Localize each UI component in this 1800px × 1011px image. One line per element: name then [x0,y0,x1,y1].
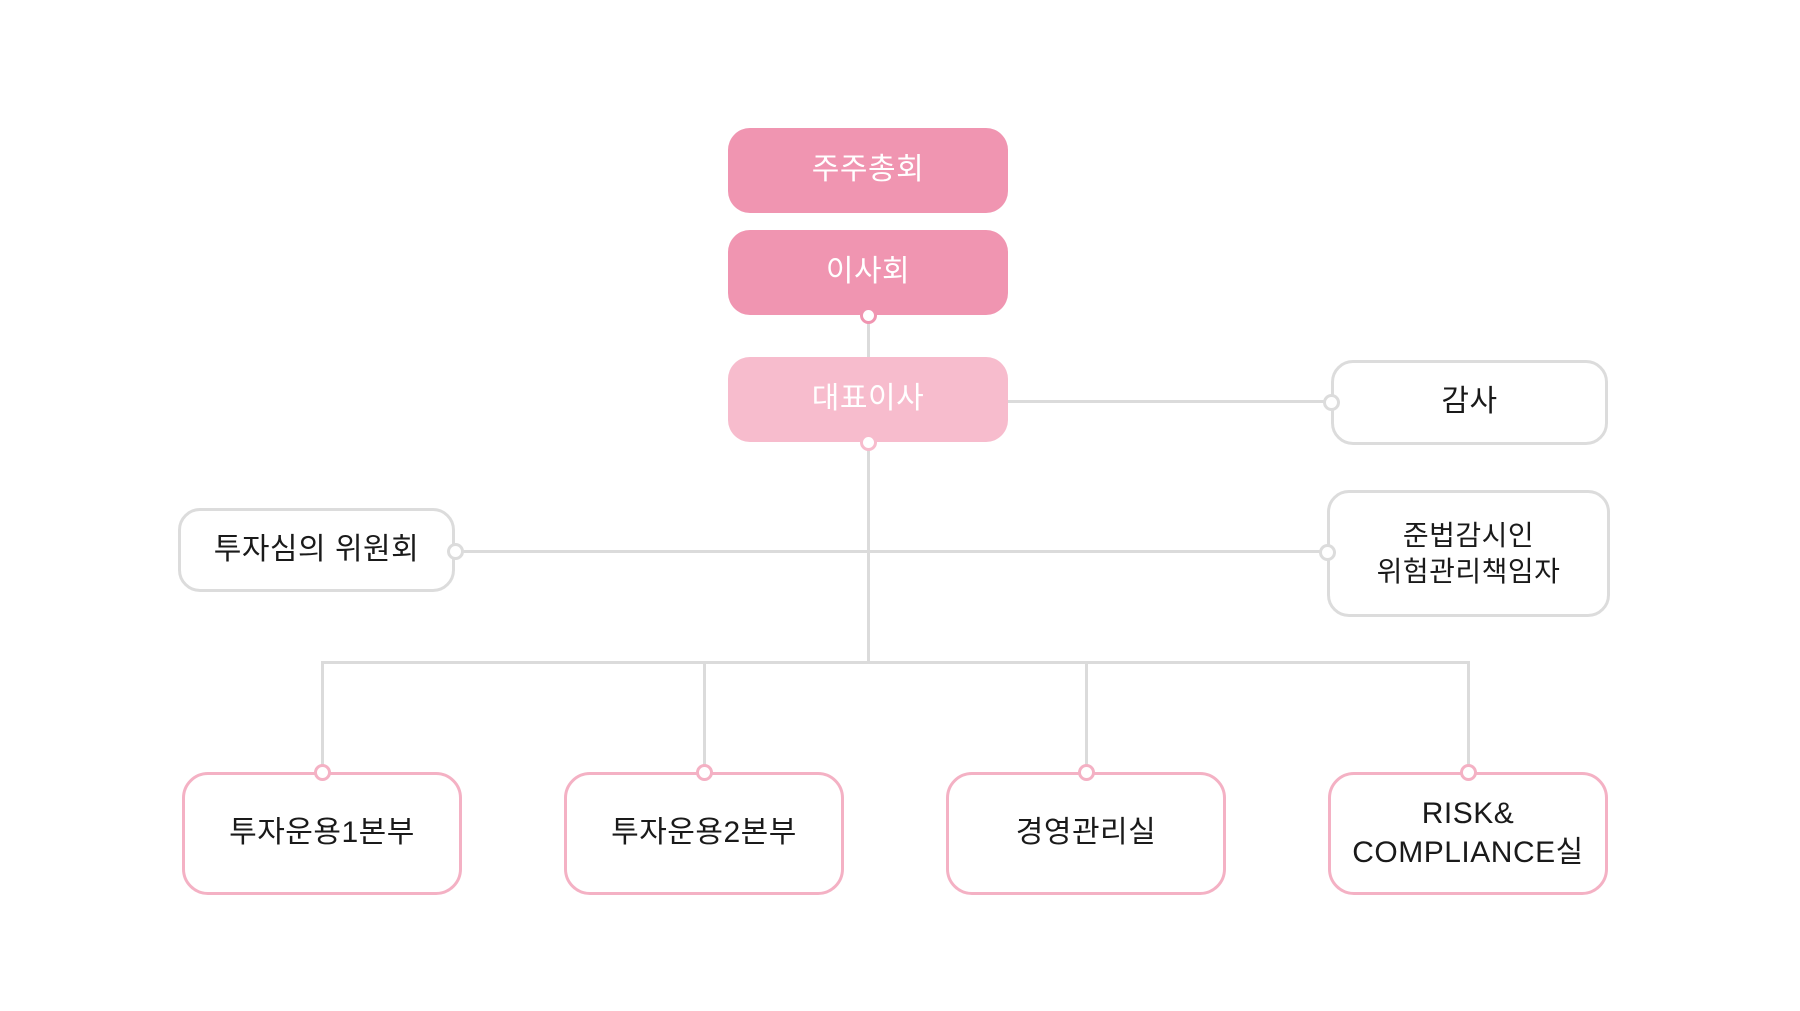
junction-ceo-bottom [860,434,877,451]
node-compliance-officer-line1: 준법감시인 [1402,519,1535,551]
junction-management-top [1078,764,1095,781]
node-risk-compliance-office-line1: RISK& [1421,797,1515,831]
connector-drop-division2 [703,661,706,772]
node-compliance-officer: 준법감시인 위험관리책임자 [1327,490,1610,617]
node-risk-compliance-office-line2: COMPLIANCE실 [1352,835,1584,869]
node-shareholders-meeting: 주주총회 [728,128,1008,213]
node-management-office-label: 경영관리실 [1015,816,1157,850]
node-auditor: 감사 [1331,360,1608,445]
junction-division2-top [696,764,713,781]
connector-ceo-to-auditor [1008,400,1331,403]
node-ceo-label: 대표이사 [811,382,925,416]
node-shareholders-meeting-label: 주주총회 [811,153,925,187]
node-investment-division-2-label: 투자운용2본부 [611,816,797,850]
node-risk-compliance-office: RISK& COMPLIANCE실 [1328,772,1608,895]
node-ceo: 대표이사 [728,357,1008,442]
node-investment-division-1-label: 투자운용1본부 [229,816,415,850]
connector-committee-row [455,550,1327,553]
junction-committee-right [447,543,464,560]
node-investment-division-2: 투자운용2본부 [564,772,844,895]
node-investment-review-committee: 투자심의 위원회 [178,508,455,592]
node-board-of-directors-label: 이사회 [825,255,911,289]
node-auditor-label: 감사 [1441,385,1498,419]
node-investment-review-committee-label: 투자심의 위원회 [213,532,420,566]
connector-drop-division1 [321,661,324,772]
connector-board-to-ceo [867,315,870,357]
junction-compliance-left [1319,544,1336,561]
node-compliance-officer-line2: 위험관리책임자 [1376,555,1561,587]
connector-distribution-bar [321,661,1469,664]
junction-risk-top [1460,764,1477,781]
connector-drop-management [1085,661,1088,772]
junction-division1-top [314,764,331,781]
junction-board-bottom [860,307,877,324]
node-investment-division-1: 투자운용1본부 [182,772,462,895]
node-management-office: 경영관리실 [946,772,1226,895]
node-board-of-directors: 이사회 [728,230,1008,315]
junction-auditor-left [1323,394,1340,411]
connector-drop-risk [1467,661,1470,772]
